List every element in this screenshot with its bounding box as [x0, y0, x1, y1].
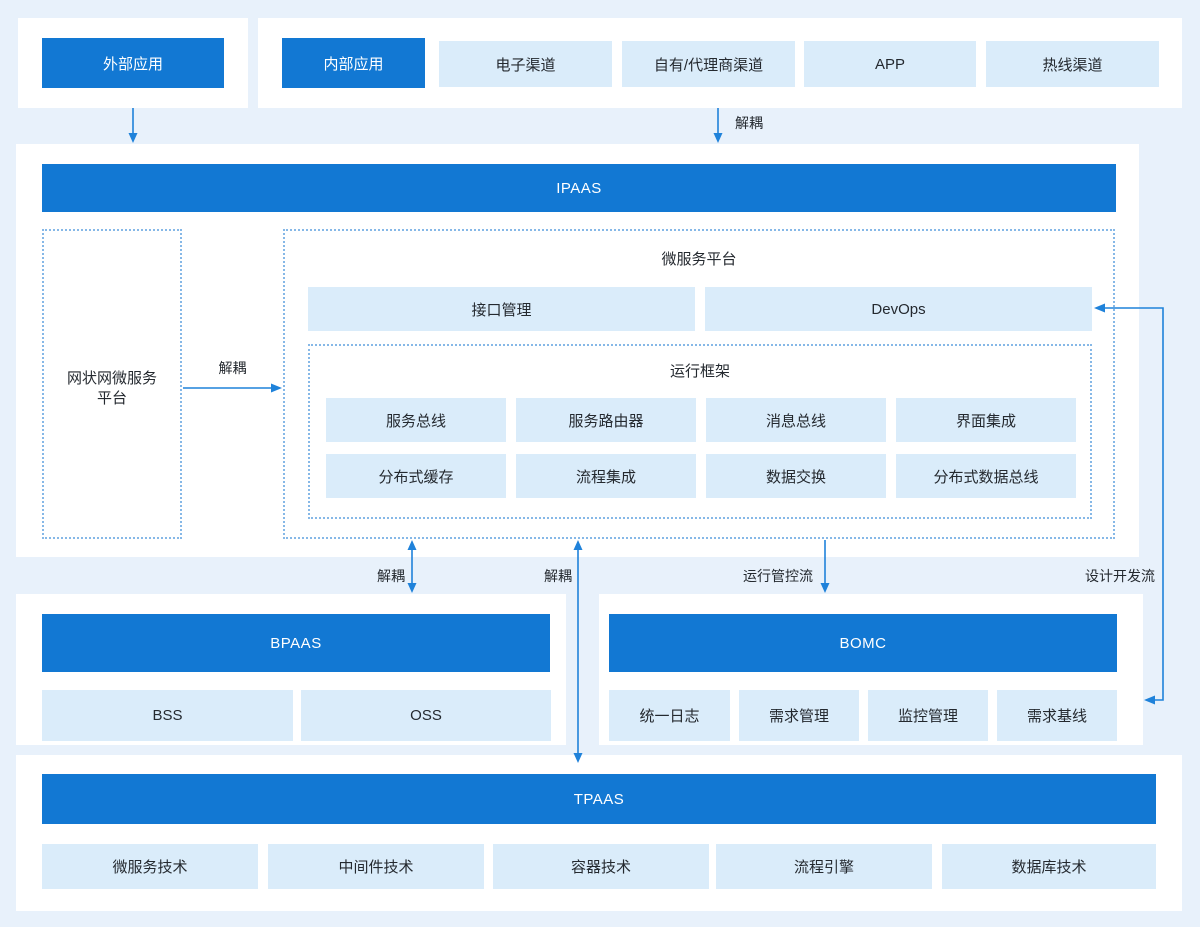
arrow-internal-to-ipaas: [713, 108, 723, 143]
message-bus-node: 消息总线: [706, 398, 886, 442]
decouple-label-tpaas: 解耦: [544, 568, 572, 584]
ui-integration-node: 界面集成: [896, 398, 1076, 442]
database-tech-node: 数据库技术: [942, 844, 1156, 889]
external-app-node: 外部应用: [42, 38, 224, 88]
bomc-panel: BOMC 统一日志 需求管理 监控管理 需求基线: [599, 594, 1143, 745]
bpaas-panel: BPAAS BSS OSS: [16, 594, 566, 745]
external-app-panel: 外部应用: [18, 18, 248, 108]
ipaas-panel: IPAAS 网状网微服务平台 微服务平台 接口管理 DevOps 运行框架 服务…: [16, 144, 1139, 557]
mesh-microservice-platform-box: 网状网微服务平台: [42, 229, 182, 539]
monitor-mgmt-node: 监控管理: [868, 690, 988, 741]
bomc-banner: BOMC: [609, 614, 1117, 672]
tpaas-banner: TPAAS: [42, 774, 1156, 824]
bpaas-banner: BPAAS: [42, 614, 550, 672]
arrow-decouple-tpaas: [573, 540, 583, 763]
channel-node-app: APP: [804, 41, 976, 87]
devops-node: DevOps: [705, 287, 1092, 331]
channel-node-owned-agent: 自有/代理商渠道: [622, 41, 795, 87]
service-bus-node: 服务总线: [326, 398, 506, 442]
process-integration-node: 流程集成: [516, 454, 696, 498]
middleware-tech-node: 中间件技术: [268, 844, 484, 889]
runtime-framework-box: 运行框架 服务总线 服务路由器 消息总线 界面集成 分布式缓存 流程集成 数据交…: [308, 344, 1092, 519]
data-exchange-node: 数据交换: [706, 454, 886, 498]
bss-node: BSS: [42, 690, 293, 741]
runtime-control-flow-label: 运行管控流: [743, 568, 813, 584]
decouple-label-top: 解耦: [735, 115, 763, 131]
unified-log-node: 统一日志: [609, 690, 730, 741]
decouple-label-mesh: 解耦: [218, 360, 247, 376]
arrow-external-to-ipaas: [128, 108, 138, 143]
internal-app-node: 内部应用: [282, 38, 425, 88]
distributed-data-bus-node: 分布式数据总线: [896, 454, 1076, 498]
tpaas-panel: TPAAS 微服务技术 中间件技术 容器技术 流程引擎 数据库技术: [16, 755, 1182, 911]
container-tech-node: 容器技术: [493, 844, 709, 889]
mesh-microservice-platform-label: 网状网微服务平台: [66, 370, 157, 407]
microservice-platform-box: 微服务平台 接口管理 DevOps 运行框架 服务总线 服务路由器 消息总线 界…: [283, 229, 1115, 539]
service-router-node: 服务路由器: [516, 398, 696, 442]
process-engine-node: 流程引擎: [716, 844, 932, 889]
channel-node-electronic: 电子渠道: [439, 41, 612, 87]
runtime-framework-title: 运行框架: [669, 363, 730, 380]
internal-app-panel: 内部应用 电子渠道 自有/代理商渠道 APP 热线渠道: [258, 18, 1182, 108]
microservice-tech-node: 微服务技术: [42, 844, 258, 889]
demand-mgmt-node: 需求管理: [739, 690, 859, 741]
ipaas-banner: IPAAS: [42, 164, 1116, 212]
channel-node-hotline: 热线渠道: [986, 41, 1159, 87]
interface-mgmt-node: 接口管理: [308, 287, 695, 331]
microservice-platform-title: 微服务平台: [661, 251, 737, 268]
demand-baseline-node: 需求基线: [997, 690, 1117, 741]
decouple-label-bpaas: 解耦: [377, 568, 405, 584]
oss-node: OSS: [301, 690, 551, 741]
design-dev-flow-label: 设计开发流: [1085, 568, 1155, 584]
distributed-cache-node: 分布式缓存: [326, 454, 506, 498]
